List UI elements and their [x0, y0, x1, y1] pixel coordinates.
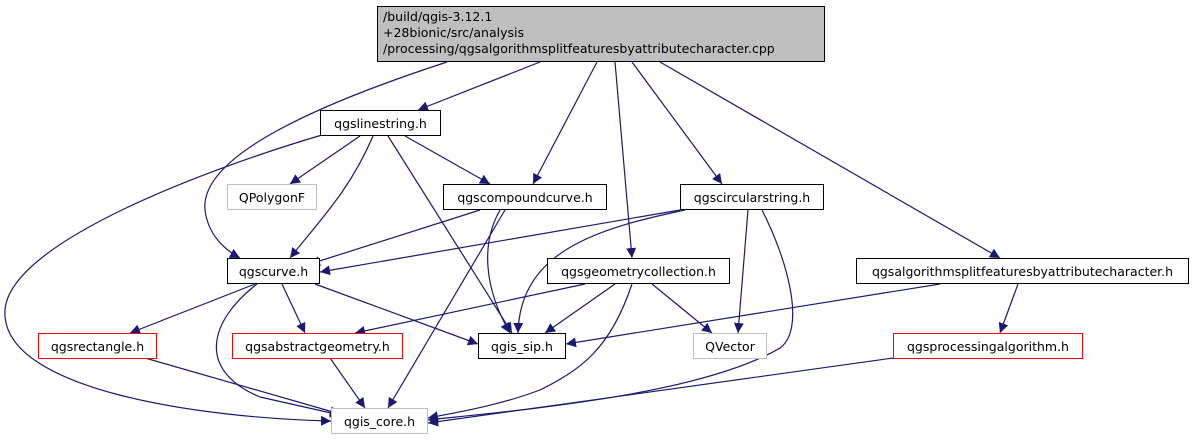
- edge-geometrycollection-to-abstractgeometry: [354, 283, 586, 336]
- edge-compoundcurve-to-curve: [309, 209, 481, 266]
- node-qgslinestring[interactable]: qgslinestring.h: [320, 110, 441, 136]
- edge-curve-to-sip: [314, 283, 479, 346]
- node-qpolygonf: QPolygonF: [227, 184, 317, 210]
- edge-linestring-to-sip: [387, 135, 513, 334]
- node-qgscompoundcurve[interactable]: qgscompoundcurve.h: [443, 184, 607, 210]
- edge-root-to-compoundcurve: [532, 61, 598, 185]
- edge-rectangle-to-core: [144, 357, 341, 417]
- edge-linestring-to-core: [4, 134, 332, 426]
- edge-algoheader-to-sip: [565, 283, 941, 348]
- edge-processingalgorithm-to-core: [427, 357, 894, 427]
- edge-root-to-algoheader: [659, 61, 1001, 259]
- node-qgsgeometrycollection[interactable]: qgsgeometrycollection.h: [547, 258, 730, 284]
- edge-linestring-to-qpolygonf: [289, 135, 361, 185]
- edge-linestring-to-curve: [289, 135, 374, 259]
- edge-circularstring-to-qvector: [733, 209, 749, 334]
- edge-root-to-geometrycollection: [614, 61, 637, 259]
- node-qgsabstractgeometry[interactable]: qgsabstractgeometry.h: [232, 333, 403, 359]
- edge-linestring-to-compoundcurve: [404, 135, 491, 185]
- edge-curve-to-rectangle: [129, 283, 256, 335]
- edge-circularstring-to-curve: [319, 209, 681, 276]
- node-qgscurve[interactable]: qgscurve.h: [227, 258, 320, 284]
- edge-curve-to-abstractgeometry: [281, 283, 306, 334]
- node-qgis-sip[interactable]: qgis_sip.h: [478, 333, 566, 359]
- root-line-2: +28bionic/src/analysis: [383, 25, 524, 40]
- edge-geometrycollection-to-qvector: [651, 283, 713, 334]
- edge-circularstring-to-sip: [513, 209, 686, 334]
- node-qgsrectangle[interactable]: qgsrectangle.h: [38, 333, 157, 359]
- node-qgscircularstring[interactable]: qgscircularstring.h: [680, 184, 824, 210]
- edge-circularstring-to-core: [427, 209, 794, 424]
- edge-geometrycollection-to-core: [427, 283, 633, 422]
- root-line-3: /processing/qgsalgorithmsplitfeaturesbya…: [383, 41, 775, 56]
- edge-root-to-circularstring: [631, 61, 723, 185]
- edge-geometrycollection-to-sip: [544, 283, 616, 334]
- root-file-node: /build/qgis-3.12.1 +28bionic/src/analysi…: [377, 6, 825, 62]
- node-qgis-core: qgis_core.h: [331, 408, 428, 434]
- node-qgsalgorithmsplitfeaturesbyattributecharacter[interactable]: qgsalgorithmsplitfeaturesbyattributechar…: [856, 258, 1189, 284]
- edge-curve-to-core: [215, 283, 341, 418]
- edge-compoundcurve-to-core: [387, 209, 506, 409]
- edge-abstractgeometry-to-core: [329, 357, 366, 409]
- node-qgsprocessingalgorithm[interactable]: qgsprocessingalgorithm.h: [893, 333, 1083, 359]
- edge-root-to-linestring: [417, 61, 541, 111]
- edge-compoundcurve-to-sip: [487, 209, 511, 334]
- node-qvector: QVector: [693, 333, 767, 359]
- edge-root-to-curve: [204, 61, 448, 259]
- root-line-1: /build/qgis-3.12.1: [383, 9, 493, 24]
- edge-algoheader-to-processingalgorithm: [998, 283, 1019, 334]
